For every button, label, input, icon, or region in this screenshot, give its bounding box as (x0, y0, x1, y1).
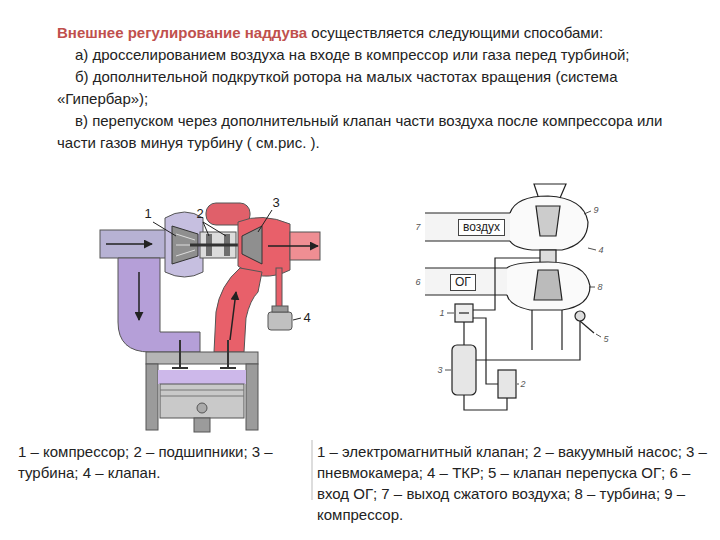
turbo-engine-illustration-part (146, 364, 158, 430)
turbo-engine-illustration-part (179, 340, 181, 368)
turbo-engine-illustration-part (230, 292, 236, 340)
wastegate-scheme-part (534, 184, 566, 198)
leader-line-part (258, 210, 272, 232)
callout-number: 3 (437, 365, 442, 375)
turbo-engine-illustration-part (146, 352, 258, 364)
list-item-text: б) дополнительной подкруткой ротора на м… (57, 66, 697, 110)
callout-number: 9 (593, 205, 598, 215)
title-text: Внешнее регулирование наддува (57, 24, 307, 41)
caption-text: 1 – электромагнитный клапан; 2 – вакуумн… (317, 441, 713, 525)
wastegate-scheme-part (473, 258, 540, 310)
leader-line (153, 210, 301, 320)
turbo-engine-illustration-part (106, 243, 152, 245)
box-label: воздух (463, 220, 500, 234)
callout-number: 1 (144, 207, 151, 221)
turbo-engine-illustration-part (276, 268, 282, 312)
wastegate-scheme-part (534, 270, 562, 300)
turbo-engine-illustration-part (238, 217, 290, 276)
callout-number: 2 (196, 207, 203, 221)
callout-number: 6 (415, 277, 420, 287)
turbo-engine-illustration-part (220, 367, 236, 369)
wastegate-scheme-part (463, 322, 464, 345)
caption-text: 1 – компрессор; 2 – подшипники; 3 – турб… (18, 441, 308, 483)
leader-line-part (589, 287, 595, 288)
wastegate-scheme-part (473, 318, 498, 384)
list-item-text: а) дросселированием воздуха на входе в к… (57, 44, 697, 66)
wastegate-scheme-part (476, 321, 580, 360)
turbo-engine-illustration-part (160, 384, 244, 418)
wastegate-scheme-part (536, 206, 560, 236)
leader-line-part (596, 334, 601, 337)
callout-number: 4 (598, 245, 603, 255)
callout-number: 2 (520, 379, 525, 389)
leader-line-part (584, 211, 591, 214)
turbo-engine-illustration-part (272, 306, 288, 312)
leader-line-part (447, 313, 454, 314)
wastegate-scheme-part (464, 395, 507, 410)
wastegate-scheme-part (561, 310, 562, 350)
wastegate-scheme (425, 184, 601, 410)
turbo-engine-illustration (100, 203, 320, 432)
wastegate-scheme-part (531, 310, 532, 350)
wastegate-scheme-part (580, 321, 594, 333)
leader-line (445, 211, 601, 384)
list-item-text: в) перепуском через дополнительный клапа… (57, 110, 697, 154)
label-box: ОГ (450, 274, 476, 291)
callout-number: 7 (415, 222, 420, 232)
wastegate-scheme-part (425, 240, 510, 241)
divider-line (312, 440, 313, 500)
turbo-engine-illustration-part (138, 272, 140, 320)
wastegate-scheme-part (498, 370, 516, 398)
wastegate-scheme-part (507, 262, 590, 310)
turbo-engine-illustration-part (172, 367, 188, 369)
leader-line-part (445, 370, 451, 371)
turbo-engine-illustration-part (242, 226, 262, 264)
paragraph-text: осуществляется следующими способами: (311, 24, 603, 41)
turbo-engine-illustration-part (118, 258, 200, 352)
wastegate-scheme-part (575, 311, 585, 321)
turbo-engine-illustration-part (214, 268, 262, 352)
callout-number: 4 (303, 311, 310, 325)
callout-number: 5 (603, 334, 608, 344)
turbo-engine-illustration-part (100, 230, 172, 258)
wastegate-scheme-part (459, 312, 469, 313)
turbo-engine-illustration-part (158, 370, 246, 384)
leader-line-part (517, 384, 519, 385)
leader-line-part (588, 248, 596, 250)
wastegate-scheme-part (455, 304, 473, 322)
callout-number: 1 (439, 308, 444, 318)
leader-line-part (153, 222, 176, 236)
intro-paragraph: Внешнее регулирование наддуваосуществляе… (57, 22, 697, 44)
turbo-engine-illustration-part (160, 396, 244, 397)
box-label: ОГ (455, 275, 471, 289)
turbo-engine-illustration-part (268, 245, 318, 247)
callout-number: 3 (272, 196, 279, 210)
turbo-engine-illustration-part (197, 403, 207, 413)
callout-number: 8 (597, 282, 602, 292)
wastegate-scheme-part (425, 212, 512, 213)
turbo-engine-illustration-part (246, 364, 258, 430)
turbo-engine-illustration-part (227, 340, 229, 368)
text-block: Внешнее регулирование наддуваосуществляе… (57, 22, 697, 154)
wastegate-scheme-part (425, 213, 511, 241)
turbo-engine-illustration-part (268, 312, 292, 330)
wastegate-scheme-part (510, 196, 588, 250)
turbo-engine-illustration-part (160, 390, 244, 391)
leader-line-part (203, 222, 226, 236)
wastegate-scheme-part (452, 345, 476, 395)
leader-line-part (293, 318, 301, 320)
turbo-engine-illustration-part (194, 418, 210, 432)
label-box: воздух (458, 219, 505, 236)
